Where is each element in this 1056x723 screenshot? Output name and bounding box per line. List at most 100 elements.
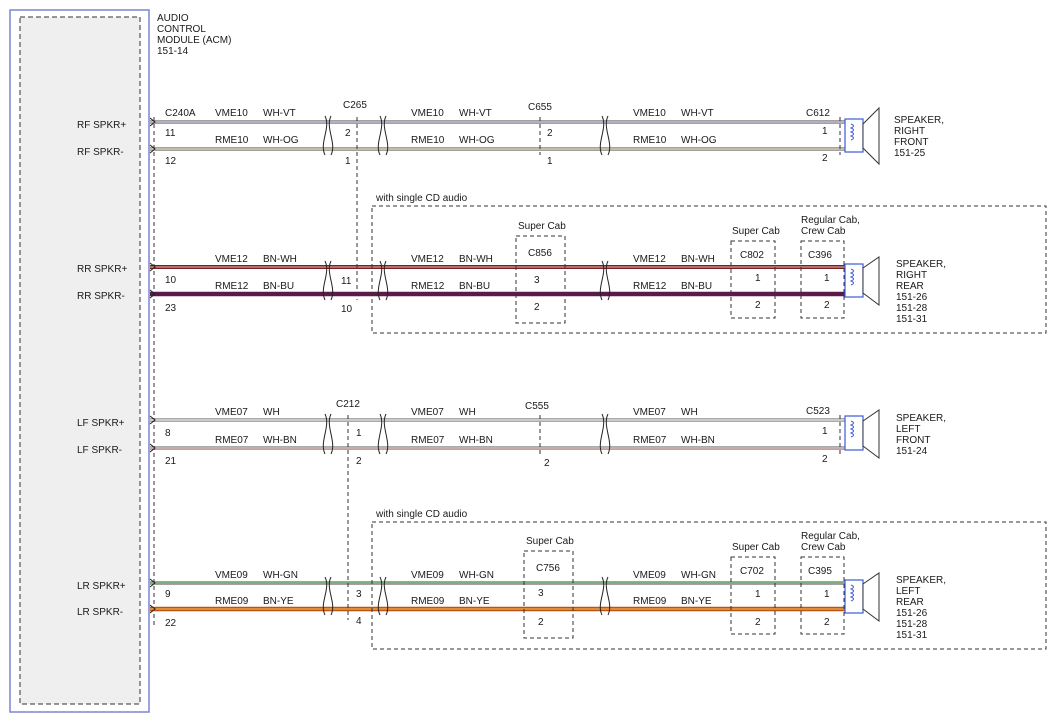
speaker-lr-line1: SPEAKER, — [896, 575, 946, 586]
c702-label: C702 — [740, 566, 764, 577]
speaker-lf-line1: SPEAKER, — [896, 413, 946, 424]
pin-lr-minus: LR SPKR- — [77, 607, 123, 618]
speaker-lf-line3: FRONT — [896, 435, 930, 446]
c395-regular-cab: Regular Cab, — [801, 531, 860, 542]
c802-label: C802 — [740, 250, 764, 261]
lr-circuit-1: VME09 — [215, 570, 248, 581]
speaker-lf-line4: 151-24 — [896, 446, 928, 457]
c612-pin-2: 2 — [822, 153, 828, 164]
audio-control-module: AUDIO CONTROL MODULE (ACM) 151-14 C240A … — [9, 9, 231, 713]
c396-box — [800, 240, 845, 319]
speaker-lr-line5: 151-28 — [896, 619, 928, 630]
c395-crew-cab: Crew Cab — [801, 542, 846, 553]
rr-circuit-3: VME12 — [411, 254, 444, 265]
rf-color-5: WH-VT — [681, 108, 714, 119]
speaker-rf-line2: RIGHT — [894, 126, 925, 137]
rr-color-1: BN-WH — [263, 254, 297, 265]
rr-circuit-6: RME12 — [633, 281, 667, 292]
pin-num-lr-minus: 22 — [165, 618, 177, 629]
c756-pin-3: 3 — [538, 588, 544, 599]
speaker-left-front: SPEAKER, LEFT FRONT 151-24 — [844, 409, 946, 459]
cone-icon — [862, 256, 880, 306]
c702-super-cab: Super Cab — [732, 542, 780, 553]
c395-pin-1: 1 — [824, 589, 830, 600]
lr-single-cd-note: with single CD audio — [375, 509, 468, 520]
pin-num-lr-plus: 9 — [165, 589, 171, 600]
rf-circuit-1: VME10 — [215, 108, 248, 119]
c212-pin-2: 2 — [356, 456, 362, 467]
c212-label: C212 — [336, 399, 360, 410]
c395-box — [800, 556, 845, 635]
twist-lf-1 — [322, 413, 334, 455]
module-outline — [9, 9, 150, 713]
speaker-lr-line4: 151-26 — [896, 608, 928, 619]
wires — [149, 117, 860, 614]
c702-box — [730, 556, 776, 635]
rr-color-4: BN-BU — [459, 281, 490, 292]
twist-lf-2 — [377, 413, 389, 455]
rf-color-6: WH-OG — [681, 135, 717, 146]
c802-pin-1: 1 — [755, 273, 761, 284]
inline-connectors — [347, 117, 841, 620]
c265-pin-1: 1 — [345, 156, 351, 167]
c523-label: C523 — [806, 406, 830, 417]
module-title-line3: MODULE (ACM) — [157, 35, 231, 46]
coil-icon — [849, 420, 854, 438]
rr-section: with single CD audio VME12 BN-WH RME12 B… — [215, 193, 1047, 334]
c212-pin-3: 3 — [356, 589, 362, 600]
c240a-label: C240A — [165, 108, 196, 119]
c612-pin-1: 1 — [822, 126, 828, 137]
coil-icon — [849, 584, 854, 602]
lr-color-1: WH-GN — [263, 570, 298, 581]
c756-super-cab: Super Cab — [526, 536, 574, 547]
pin-num-lf-plus: 8 — [165, 428, 171, 439]
lr-circuit-6: RME09 — [633, 596, 667, 607]
c265-pin-10: 10 — [341, 304, 353, 315]
lr-circuit-2: RME09 — [215, 596, 249, 607]
coil-icon — [849, 123, 854, 141]
speaker-icon — [844, 118, 864, 153]
c523-pin-2: 2 — [822, 454, 828, 465]
coil-icon — [849, 268, 854, 286]
pin-rf-plus: RF SPKR+ — [77, 120, 126, 131]
pin-num-lf-minus: 21 — [165, 456, 177, 467]
lf-circuit-2: RME07 — [215, 435, 249, 446]
c212-pin-4: 4 — [356, 616, 362, 627]
rr-color-2: BN-BU — [263, 281, 294, 292]
speaker-lr-line3: REAR — [896, 597, 924, 608]
rf-circuit-4: RME10 — [411, 135, 445, 146]
c802-super-cab: Super Cab — [732, 226, 780, 237]
twist-rr-1 — [322, 260, 334, 301]
pin-rf-minus: RF SPKR- — [77, 147, 124, 158]
c396-pin-2: 2 — [824, 300, 830, 311]
lf-color-4: WH-BN — [459, 435, 493, 446]
c802-box — [730, 240, 776, 319]
speaker-rr-line6: 151-31 — [896, 314, 928, 325]
c856-pin-2: 2 — [534, 302, 540, 313]
speaker-lr-line6: 151-31 — [896, 630, 928, 641]
c756-label: C756 — [536, 563, 560, 574]
speaker-rr-line1: SPEAKER, — [896, 259, 946, 270]
twist-rf-2 — [377, 115, 389, 156]
c856-super-cab: Super Cab — [518, 221, 566, 232]
speaker-rr-line3: REAR — [896, 281, 924, 292]
lf-circuit-6: RME07 — [633, 435, 667, 446]
lf-color-1: WH — [263, 407, 280, 418]
speaker-rf-line4: 151-25 — [894, 148, 926, 159]
twist-rr-2 — [377, 260, 389, 301]
c702-pin-2: 2 — [755, 617, 761, 628]
rr-circuit-1: VME12 — [215, 254, 248, 265]
rf-circuit-2: RME10 — [215, 135, 249, 146]
c612-label: C612 — [806, 108, 830, 119]
rr-color-5: BN-WH — [681, 254, 715, 265]
c856-box — [515, 235, 566, 324]
speaker-rf-line3: FRONT — [894, 137, 928, 148]
c395-label: C395 — [808, 566, 832, 577]
rr-circuit-4: RME12 — [411, 281, 445, 292]
c655-pin-2: 2 — [547, 128, 553, 139]
rr-circuit-2: RME12 — [215, 281, 249, 292]
c555-pin-2: 2 — [544, 458, 550, 469]
rf-row-labels: VME10 WH-VT RME10 WH-OG C265 2 1 VME10 W… — [215, 100, 830, 167]
c555-label: C555 — [525, 401, 549, 412]
